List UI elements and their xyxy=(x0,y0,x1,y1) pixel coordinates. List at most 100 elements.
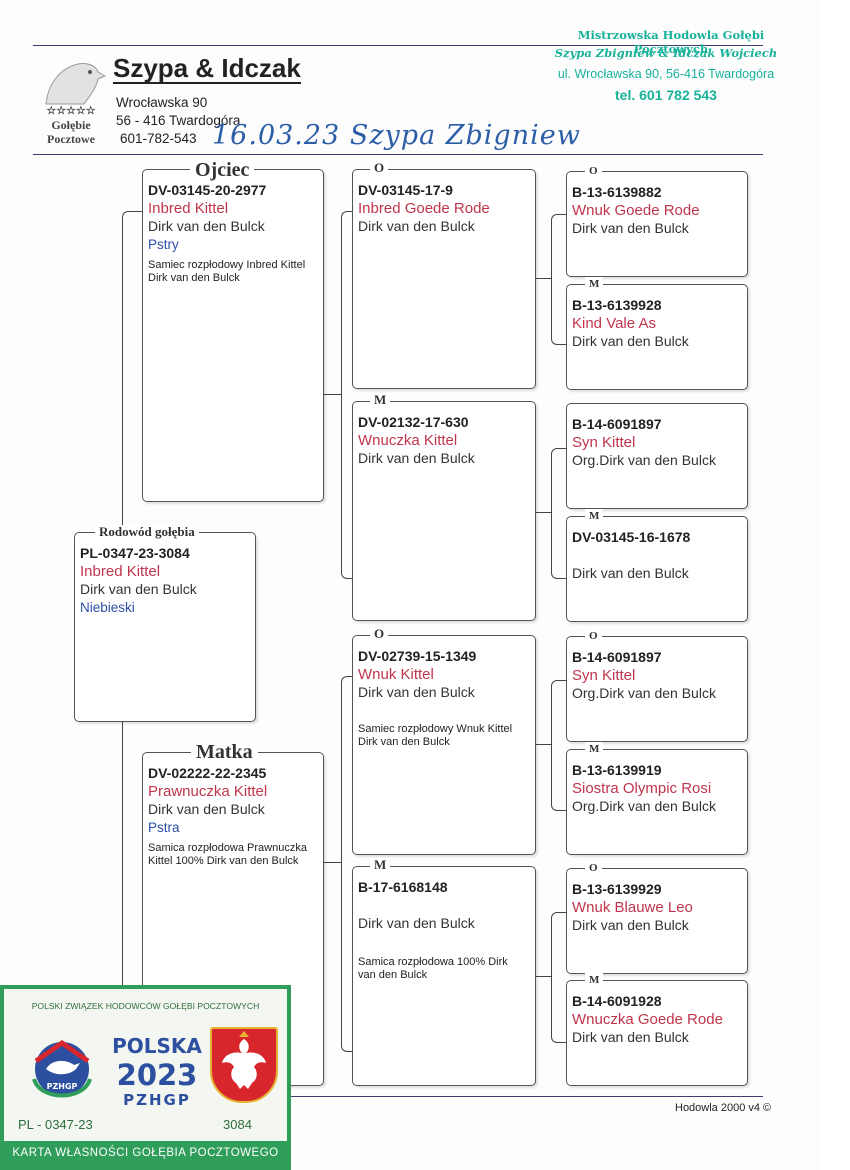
polish-eagle-crest-icon xyxy=(210,1027,278,1103)
ggp-label: O xyxy=(585,164,602,178)
grandparent-label: M xyxy=(370,858,391,872)
ggp-label: O xyxy=(585,861,602,875)
gp2-link xyxy=(535,512,551,513)
grandparent-name: Wnuczka Kittel xyxy=(358,432,458,449)
ggp-ring: B-14-6091897 xyxy=(572,416,662,432)
father-card: DV-03145-20-2977 Inbred Kittel Dirk van … xyxy=(142,169,324,502)
father-color: Pstry xyxy=(148,237,179,252)
gp1-link xyxy=(535,278,551,279)
ggp-breeder: Org.Dirk van den Bulck xyxy=(572,685,716,701)
ggp-name: Syn Kittel xyxy=(572,434,636,451)
grandparent-ring: DV-02132-17-630 xyxy=(358,414,469,430)
great-grandparent-card: B-14-6091897 Syn Kittel Org.Dirk van den… xyxy=(566,636,748,742)
pzhgp-logo-text: PZHGP xyxy=(47,1082,78,1091)
software-credit: Hodowla 2000 v4 © xyxy=(675,1102,772,1114)
handwritten-note: 16.03.23 Szypa Zbigniew xyxy=(212,120,581,151)
father-ring: DV-03145-20-2977 xyxy=(148,182,267,198)
mother-ring: DV-02222-22-2345 xyxy=(148,765,267,781)
pzhgp-top-text: POLSKI ZWIĄZEK HODOWCÓW GOŁĘBI POCZTOWYC… xyxy=(31,1001,260,1011)
pigeon-logo: ☆☆☆☆☆ Gołębie Pocztowe xyxy=(38,54,108,146)
great-grandparent-card: DV-03145-16-1678 Dirk van den Bulck xyxy=(566,516,748,622)
mother-bracket xyxy=(341,676,354,1052)
ggp-label: M xyxy=(585,973,604,987)
ggp-ring: B-14-6091897 xyxy=(572,649,662,665)
father-breeder: Dirk van den Bulck xyxy=(148,218,265,234)
pzhgp-bottom-text: KARTA WŁASNOŚCI GOŁĘBIA POCZTOWEGO xyxy=(12,1147,279,1159)
ggp-ring: B-13-6139928 xyxy=(572,297,662,313)
mother-label: Matka xyxy=(191,742,258,762)
great-grandparent-card: B-13-6139928 Kind Vale As Dirk van den B… xyxy=(566,284,748,390)
subject-label: Rodowód gołębia xyxy=(95,525,199,539)
ggp-ring: B-13-6139929 xyxy=(572,881,662,897)
ggp-breeder: Dirk van den Bulck xyxy=(572,565,689,581)
ggp-breeder: Dirk van den Bulck xyxy=(572,333,689,349)
subject-color: Niebieski xyxy=(80,600,135,615)
grandparent-label: M xyxy=(370,393,391,407)
grandparent-label: O xyxy=(370,161,389,175)
gp4-link xyxy=(535,976,551,977)
ggp-breeder: Org.Dirk van den Bulck xyxy=(572,452,716,468)
stamp-line3: ul. Wrocławska 90, 56-416 Twardogóra xyxy=(557,67,775,81)
pzhgp-ring-number: 3084 xyxy=(223,1117,252,1132)
mother-link xyxy=(323,862,341,863)
ggp-ring: B-13-6139919 xyxy=(572,762,662,778)
grandparent-ring: B-17-6168148 xyxy=(358,879,448,895)
ggp-label: M xyxy=(585,509,604,523)
ggp-breeder: Org.Dirk van den Bulck xyxy=(572,798,716,814)
pzhgp-year: 2023 xyxy=(116,1058,198,1092)
mother-breeder: Dirk van den Bulck xyxy=(148,801,265,817)
breeder-name: Szypa & Idczak xyxy=(113,53,301,84)
pzhgp-card-inner: POLSKI ZWIĄZEK HODOWCÓW GOŁĘBI POCZTOWYC… xyxy=(4,989,287,1141)
ggp-breeder: Dirk van den Bulck xyxy=(572,1029,689,1045)
ggp-label: M xyxy=(585,277,604,291)
grandparent-note: Samica rozpłodowa 100% Dirk van den Bulc… xyxy=(358,956,508,981)
grandparent-ring: DV-03145-17-9 xyxy=(358,182,453,198)
subject-breeder: Dirk van den Bulck xyxy=(80,581,197,597)
grandparent-breeder: Dirk van den Bulck xyxy=(358,684,475,700)
logo-stars: ☆☆☆☆☆ xyxy=(46,105,96,117)
subject-card: PL-0347-23-3084 Inbred Kittel Dirk van d… xyxy=(74,532,256,722)
footer-line xyxy=(290,1096,763,1097)
mother-name: Prawnuczka Kittel xyxy=(148,783,268,800)
ggp-name: Kind Vale As xyxy=(572,315,656,332)
logo-line2: Pocztowe xyxy=(47,132,95,146)
logo-line1: Gołębie xyxy=(51,118,91,132)
grandparent-name: Wnuk Kittel xyxy=(358,666,434,683)
phone-number: 601-782-543 xyxy=(120,131,197,146)
pzhgp-country: POLSKA xyxy=(112,1034,202,1058)
gp2-bracket xyxy=(551,448,567,579)
subject-ring: PL-0347-23-3084 xyxy=(80,545,190,561)
ggp-breeder: Dirk van den Bulck xyxy=(572,220,689,236)
address-city: 56 - 416 Twardogóra xyxy=(116,113,241,128)
stamp-line4: tel. 601 782 543 xyxy=(615,87,717,103)
ggp-name: Wnuk Blauwe Leo xyxy=(572,899,693,916)
father-bracket xyxy=(341,211,354,579)
grandparent-name: Inbred Goede Rode xyxy=(358,200,490,217)
ggp-ring: DV-03145-16-1678 xyxy=(572,529,691,545)
grandparent-label: O xyxy=(370,627,389,641)
father-note: Samiec rozpłodowy Inbred Kittel Dirk van… xyxy=(148,259,306,284)
father-link xyxy=(323,394,341,395)
great-grandparent-card: B-13-6139929 Wnuk Blauwe Leo Dirk van de… xyxy=(566,868,748,974)
ggp-name: Wnuczka Goede Rode xyxy=(572,1011,723,1028)
grandparent-breeder: Dirk van den Bulck xyxy=(358,915,475,931)
great-grandparent-card: B-14-6091928 Wnuczka Goede Rode Dirk van… xyxy=(566,980,748,1086)
grandparent-breeder: Dirk van den Bulck xyxy=(358,450,475,466)
ggp-label: M xyxy=(585,742,604,756)
ggp-name: Siostra Olympic Rosi xyxy=(572,780,712,797)
header-top-line xyxy=(33,45,763,46)
gp4-bracket xyxy=(551,912,567,1043)
father-label: Ojciec xyxy=(190,160,255,180)
grandparent-card: DV-02739-15-1349 Wnuk Kittel Dirk van de… xyxy=(352,635,536,855)
ggp-name: Syn Kittel xyxy=(572,667,636,684)
grandparent-card: B-17-6168148 Dirk van den Bulck Samica r… xyxy=(352,866,536,1086)
great-grandparent-card: B-13-6139882 Wnuk Goede Rode Dirk van de… xyxy=(566,171,748,277)
great-grandparent-card: B-13-6139919 Siostra Olympic Rosi Org.Di… xyxy=(566,749,748,855)
ggp-name: Wnuk Goede Rode xyxy=(572,202,700,219)
pigeon-head-icon xyxy=(45,63,107,105)
grandparent-ring: DV-02739-15-1349 xyxy=(358,648,477,664)
ggp-breeder: Dirk van den Bulck xyxy=(572,917,689,933)
gp3-bracket xyxy=(551,680,567,811)
header-bottom-line xyxy=(33,154,763,155)
ggp-ring: B-13-6139882 xyxy=(572,184,662,200)
